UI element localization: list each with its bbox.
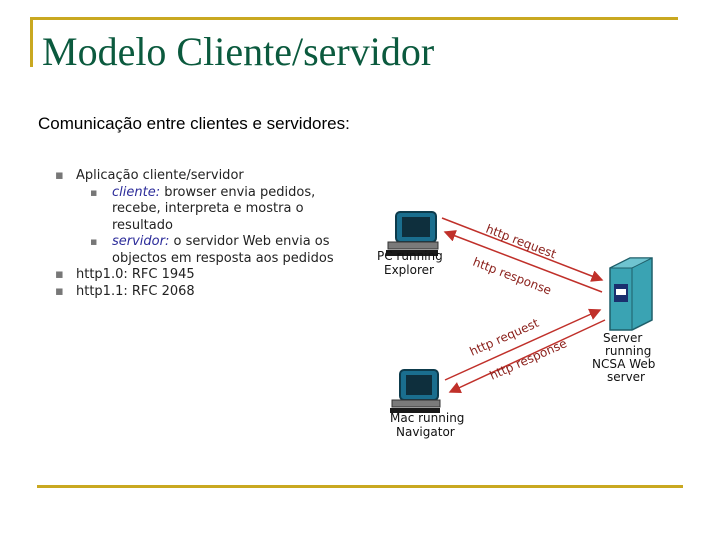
mac-computer-icon <box>390 369 441 413</box>
bullet-item: ▪ Aplicação cliente/servidor <box>52 168 352 185</box>
bottom-rule <box>37 485 683 488</box>
client-server-figure: ▪ Aplicação cliente/servidor ▪ cliente: br… <box>40 160 690 450</box>
bullet-icon: ▪ <box>55 168 64 183</box>
bullet-text: http1.1: RFC 2068 <box>76 283 195 299</box>
network-diagram: PC running Explorer Mac running Navigato… <box>377 211 655 439</box>
pc-label-line1: PC running <box>377 249 443 263</box>
figure-bullet-list: ▪ Aplicação cliente/servidor ▪ cliente: br… <box>52 168 352 300</box>
sub-bullet-icon: ▪ <box>90 235 98 248</box>
server-label-line2: running <box>605 344 651 358</box>
pc-label-line2: Explorer <box>384 263 434 277</box>
bullet-item: ▪ http1.0: RFC 1945 <box>52 267 352 284</box>
response-arrow-top <box>443 230 603 293</box>
response-arrow-bottom <box>448 319 606 394</box>
sub-bullet-text: browser envia pedidos, recebe, interpret… <box>112 184 316 233</box>
server-label-line1: Server <box>603 331 642 345</box>
slide-subtitle: Comunicação entre clientes e servidores: <box>38 114 350 133</box>
bullet-item: ▪ http1.1: RFC 2068 <box>52 284 352 301</box>
request-label-top: http request <box>484 222 558 262</box>
sub-bullet-icon: ▪ <box>90 185 98 199</box>
left-rule <box>30 17 33 67</box>
server-label-line3: NCSA Web <box>592 357 655 371</box>
server-icon <box>609 257 653 331</box>
bullet-icon: ▪ <box>55 267 64 282</box>
slide-title: Modelo Cliente/servidor <box>42 29 435 74</box>
request-arrow-bottom <box>444 308 602 381</box>
server-label-line4: server <box>607 370 645 384</box>
request-arrow-top <box>441 217 604 282</box>
term-cliente: cliente: <box>112 184 161 200</box>
top-rule <box>30 17 678 20</box>
mac-label-line2: Navigator <box>396 425 455 439</box>
bullet-text: Aplicação cliente/servidor <box>76 168 244 183</box>
term-servidor: servidor: <box>112 234 170 249</box>
response-label-top: http response <box>471 255 553 298</box>
bullet-text: http1.0: RFC 1945 <box>76 267 195 282</box>
pc-computer-icon <box>386 211 439 256</box>
mac-label-line1: Mac running <box>390 411 464 425</box>
bullet-icon: ▪ <box>55 283 64 299</box>
sub-bullet-item: ▪ cliente: browser envia pedidos, recebe,… <box>52 185 352 235</box>
sub-bullet-text: o servidor Web envia os objectos em resp… <box>112 234 334 266</box>
sub-bullet-item: ▪ servidor: o servidor Web envia os objec… <box>52 234 352 267</box>
